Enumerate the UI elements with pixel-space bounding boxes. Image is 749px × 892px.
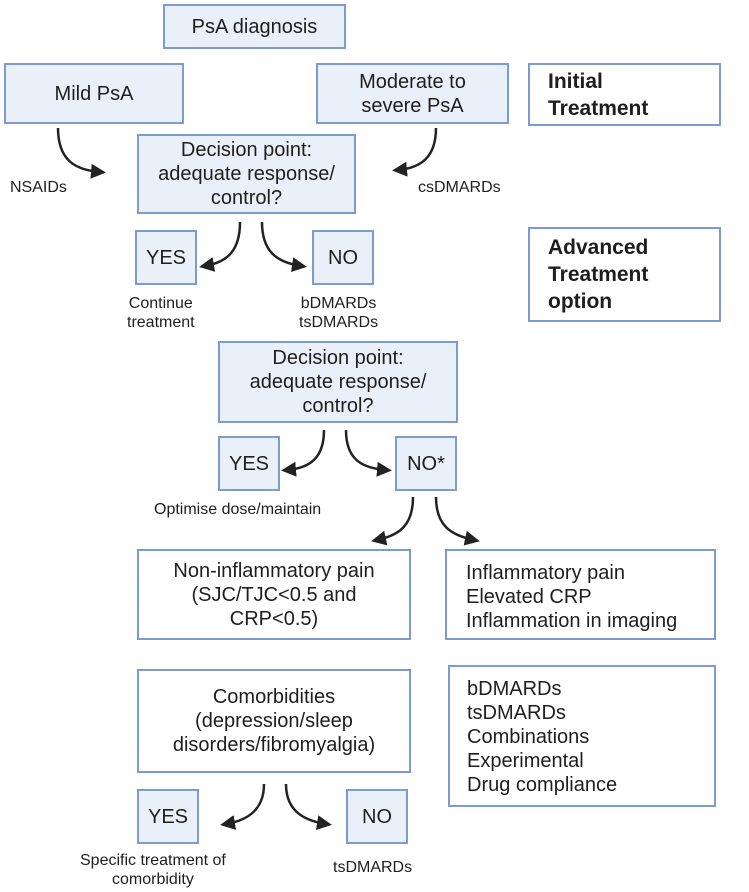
arrow-moderate-to-csdmards — [392, 127, 438, 177]
no-3-box: NO — [346, 789, 408, 844]
advanced-options-box: bDMARDs tsDMARDs Combinations Experiment… — [448, 665, 716, 807]
continue-treatment-label: Continue treatment — [127, 295, 195, 331]
arrow-comorbidities-to-no — [284, 783, 332, 831]
arrow-decision1-to-no — [260, 221, 307, 273]
csdmards-label: csDMARDs — [418, 179, 501, 196]
specific-treatment-label: Specific treatment of comorbidity — [80, 852, 226, 888]
initial-treatment-box: Initial Treatment — [528, 63, 721, 126]
yes-2-box: YES — [218, 436, 280, 491]
psa-diagnosis-box: PsA diagnosis — [163, 4, 346, 49]
moderate-severe-psa-box: Moderate to severe PsA — [316, 63, 509, 124]
nsaids-label: NSAIDs — [10, 179, 67, 196]
arrow-comorbidities-to-yes — [220, 783, 266, 830]
inflammatory-pain-box: Inflammatory pain Elevated CRP Inflammat… — [445, 549, 716, 640]
arrow-no2-to-inflammatory — [434, 496, 480, 546]
yes-3-box: YES — [137, 789, 199, 844]
mild-psa-box: Mild PsA — [4, 63, 184, 124]
tsdmards-label: tsDMARDs — [333, 859, 413, 876]
decision-point-1-box: Decision point: adequate response/ contr… — [137, 134, 356, 214]
non-inflammatory-pain-box: Non-inflammatory pain (SJC/TJC<0.5 and C… — [137, 549, 411, 640]
comorbidities-box: Comorbidities (depression/sleep disorder… — [137, 669, 411, 773]
arrow-mild-to-nsaids — [56, 127, 106, 179]
yes-1-box: YES — [135, 230, 197, 285]
optimise-dose-label: Optimise dose/maintain — [154, 501, 322, 518]
arrow-decision2-to-no — [344, 429, 392, 477]
arrow-no2-to-noninflammatory — [371, 496, 415, 546]
decision-point-2-box: Decision point: adequate response/ contr… — [218, 341, 458, 423]
no-2-box: NO* — [395, 436, 457, 491]
no-1-box: NO — [312, 230, 374, 285]
arrow-decision2-to-yes — [281, 429, 326, 477]
arrow-decision1-to-yes — [199, 221, 242, 272]
bdmards-tsdmards-label: bDMARDs tsDMARDs — [299, 295, 379, 331]
advanced-treatment-box: Advanced Treatment option — [528, 227, 721, 322]
